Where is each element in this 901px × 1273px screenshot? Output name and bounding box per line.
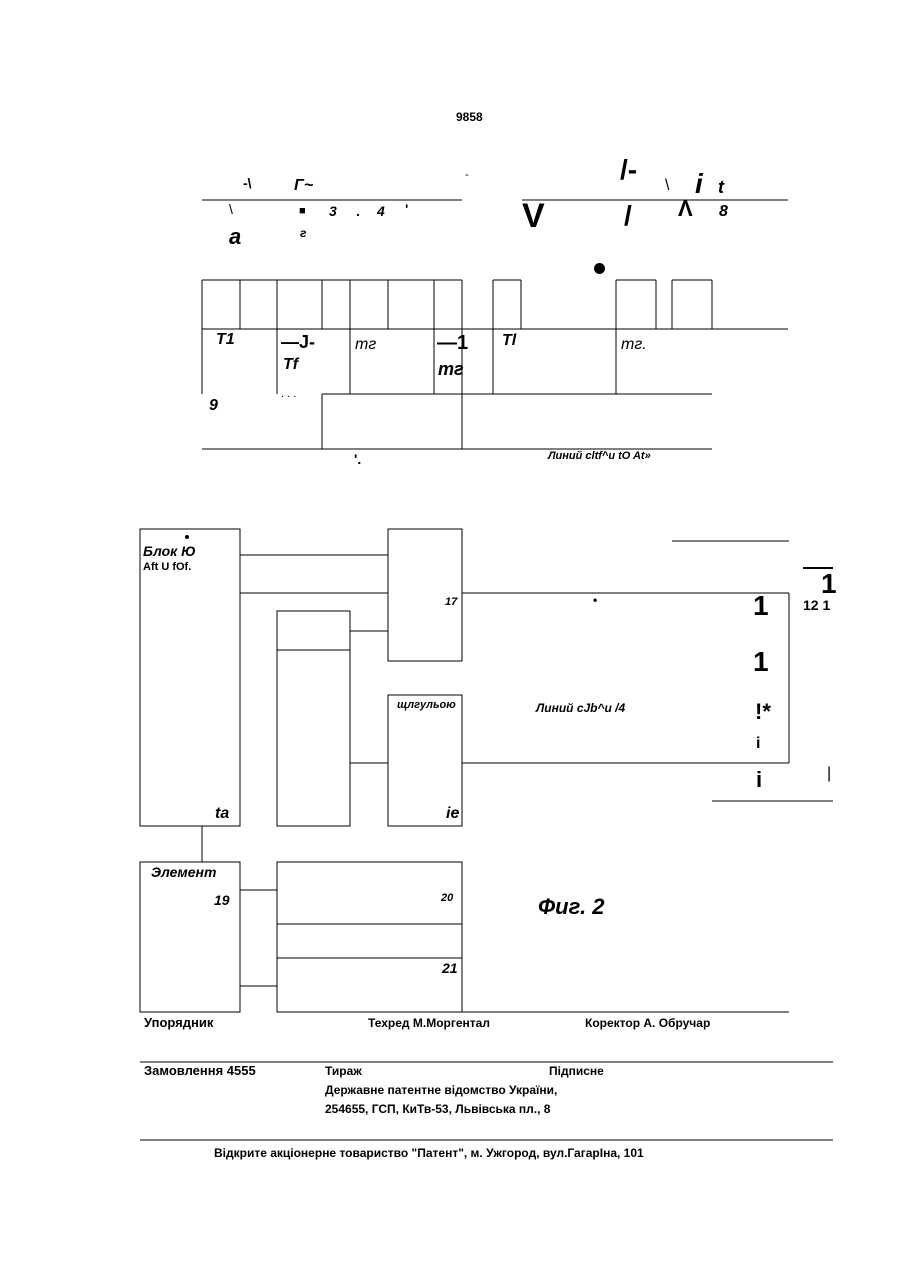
scan-glyph: a — [229, 226, 241, 248]
cell-label: —1 — [437, 333, 468, 353]
block-number: 21 — [442, 961, 458, 975]
ink-dot — [185, 535, 189, 539]
order-number: Замовлення 4555 — [144, 1064, 256, 1077]
office-address: 254655, ГСП, КиТв-53, Львівська пл., 8 — [325, 1103, 550, 1115]
scan-glyph: ■ — [299, 206, 306, 217]
scan-glyph: 4 — [377, 204, 385, 218]
side-mark: !* — [755, 701, 771, 723]
block-label: Блок Ю — [143, 544, 196, 558]
block-number: ta — [215, 806, 229, 822]
cell-label: Tf — [283, 357, 298, 373]
cell-label: тг — [438, 360, 464, 378]
scan-glyph: \ — [229, 202, 233, 216]
scan-glyph: - — [465, 170, 469, 181]
scan-glyph: / — [624, 202, 632, 230]
side-mark: 1 — [753, 648, 769, 676]
scan-glyph: i — [695, 170, 703, 198]
block-number: 20 — [441, 893, 453, 904]
publisher-line: Відкрите акціонерне товариство "Патент",… — [214, 1147, 644, 1159]
subscription-label: Підписне — [549, 1065, 604, 1077]
side-mark: i — [756, 736, 760, 752]
scan-glyph: • — [593, 594, 597, 606]
cell-label: T1 — [216, 332, 235, 348]
side-mark: i — [756, 769, 762, 791]
cell-label: тг — [355, 337, 376, 353]
corrector-label: Коректор А. Обручар — [585, 1017, 710, 1029]
scan-glyph: . — [356, 204, 360, 218]
element-label: Элемент — [151, 865, 216, 879]
block-number: 17 — [445, 597, 457, 608]
cell-label: —J- — [281, 333, 315, 351]
scan-glyph: Г~ — [294, 178, 313, 194]
side-mark: 12 1 — [803, 598, 830, 612]
line-label: Линий cltf^u tO At» — [548, 451, 651, 462]
figure-caption: Фиг. 2 — [538, 896, 605, 918]
scan-glyph: /- — [620, 156, 637, 184]
box-label: щлгульою — [397, 700, 456, 711]
block-number: ie — [446, 806, 459, 822]
office-name: Державне патентне відомство України, — [325, 1084, 557, 1096]
techred-label: Техред М.Моргентал — [368, 1017, 490, 1029]
cell-label: тг. — [621, 337, 647, 353]
scan-glyph: V — [522, 199, 545, 233]
scan-glyph: \ — [665, 178, 669, 194]
cell-label: 9 — [209, 398, 218, 414]
compiler-label: Упорядник — [144, 1016, 213, 1029]
scan-glyph: -\ — [243, 176, 252, 190]
scan-glyph: t — [718, 178, 724, 196]
scan-glyph: ' — [405, 202, 408, 216]
scan-glyph: '. — [354, 452, 361, 466]
circulation-label: Тираж — [325, 1065, 362, 1077]
page-number: 9858 — [456, 111, 483, 123]
side-mark: 1 — [753, 592, 769, 620]
scan-glyph: г — [300, 227, 306, 239]
scan-glyph: 3 — [329, 204, 337, 218]
block-sublabel: Aft U fOf. — [143, 562, 191, 573]
scan-glyph: . . . — [281, 389, 296, 400]
cell-label: Tl — [502, 333, 516, 349]
scan-glyph: 8 — [719, 204, 728, 220]
ink-blot — [594, 263, 605, 274]
line-label: Линий cJb^u /4 — [536, 702, 625, 714]
block-number: 19 — [214, 893, 230, 907]
scan-glyph: Λ — [678, 198, 693, 220]
side-mark: 1 — [821, 570, 837, 598]
side-mark: | — [827, 766, 831, 782]
